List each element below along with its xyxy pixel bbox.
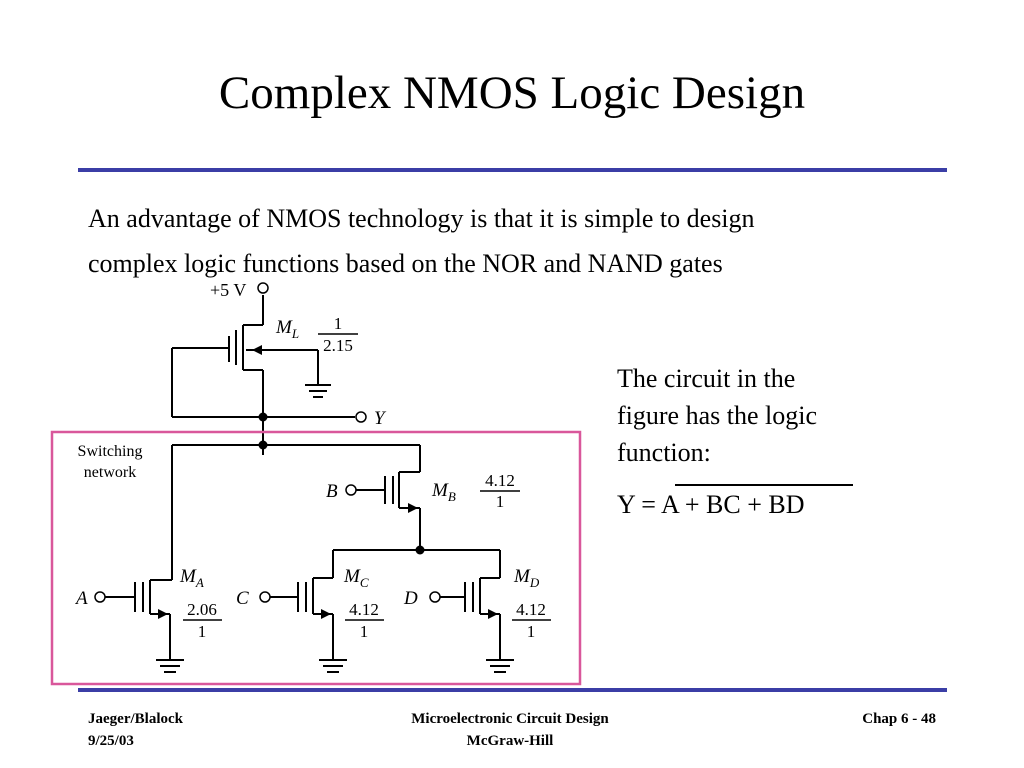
md-name: MD [513, 566, 540, 590]
mb-input-label: B [326, 481, 338, 502]
md-ratio-top: 4.12 [516, 600, 546, 619]
ma-ratio-top: 2.06 [187, 600, 217, 619]
md-arrow [488, 609, 498, 619]
mc-ratio-top: 4.12 [349, 600, 379, 619]
ma-name: MA [179, 566, 204, 590]
intro-line-1: An advantage of NMOS technology is that … [88, 204, 755, 233]
slide-title: Complex NMOS Logic Design [218, 67, 806, 119]
circuit-wires [105, 295, 551, 673]
title-divider [78, 168, 947, 172]
mb-name: MB [431, 480, 456, 504]
output-label: Y [374, 408, 387, 429]
mid-node [415, 545, 425, 555]
footer-right: Chap 6 - 48 [862, 708, 936, 730]
ma-arrow [158, 609, 168, 619]
intro-line-2: complex logic functions based on the NOR… [88, 249, 723, 278]
circuit-arrows [158, 345, 498, 619]
footer-book: Microelectronic Circuit Design [411, 711, 609, 727]
side-line-1: The circuit in the [617, 364, 796, 393]
footer-center: Microelectronic Circuit Design McGraw-Hi… [330, 708, 690, 752]
footer-publisher: McGraw-Hill [466, 733, 554, 749]
ma-ratio-bottom: 1 [198, 622, 207, 641]
circuit-nodes [258, 412, 425, 555]
footer-left: Jaeger/Blalock 9/25/03 [88, 708, 183, 752]
network-label-1: Switching [78, 443, 143, 460]
input-a-terminal [94, 591, 106, 603]
side-line-3: function: [617, 438, 711, 467]
input-d-terminal [429, 591, 441, 603]
input-c-terminal [259, 591, 271, 603]
mb-ratio-bottom: 1 [496, 492, 505, 511]
supply-terminal [257, 282, 269, 294]
logic-description: The circuit in the figure has the logic … [617, 360, 877, 471]
md-input-label: D [403, 588, 418, 609]
mb-arrow [408, 503, 418, 513]
mc-arrow [321, 609, 331, 619]
footer-authors: Jaeger/Blalock [88, 711, 183, 727]
mb-ratio-top: 4.12 [485, 471, 515, 490]
supply-label: +5 V [210, 280, 246, 300]
mc-input-label: C [236, 588, 249, 609]
side-line-2: figure has the logic [617, 401, 817, 430]
load-arrow [252, 345, 262, 355]
mc-ratio-bottom: 1 [360, 622, 369, 641]
mc-name: MC [343, 566, 369, 590]
complement-overbar [675, 484, 853, 486]
md-ratio-bottom: 1 [527, 622, 536, 641]
logic-equation: Y = A + BC + BD [617, 490, 805, 519]
load-name: ML [275, 317, 299, 341]
footer-divider [78, 688, 947, 692]
network-label-2: network [84, 464, 136, 481]
load-ratio-bottom: 2.15 [323, 336, 353, 355]
switching-network-box [50, 430, 582, 686]
circuit-terminals [94, 282, 441, 603]
load-ratio-top: 1 [334, 314, 343, 333]
output-terminal [355, 411, 367, 423]
output-node [258, 412, 268, 422]
footer-date: 9/25/03 [88, 733, 134, 749]
footer-page: Chap 6 - 48 [862, 711, 936, 727]
input-b-terminal [345, 484, 357, 496]
ma-input-label: A [74, 588, 88, 609]
intro-text: An advantage of NMOS technology is that … [88, 196, 918, 286]
network-top-node [258, 440, 268, 450]
